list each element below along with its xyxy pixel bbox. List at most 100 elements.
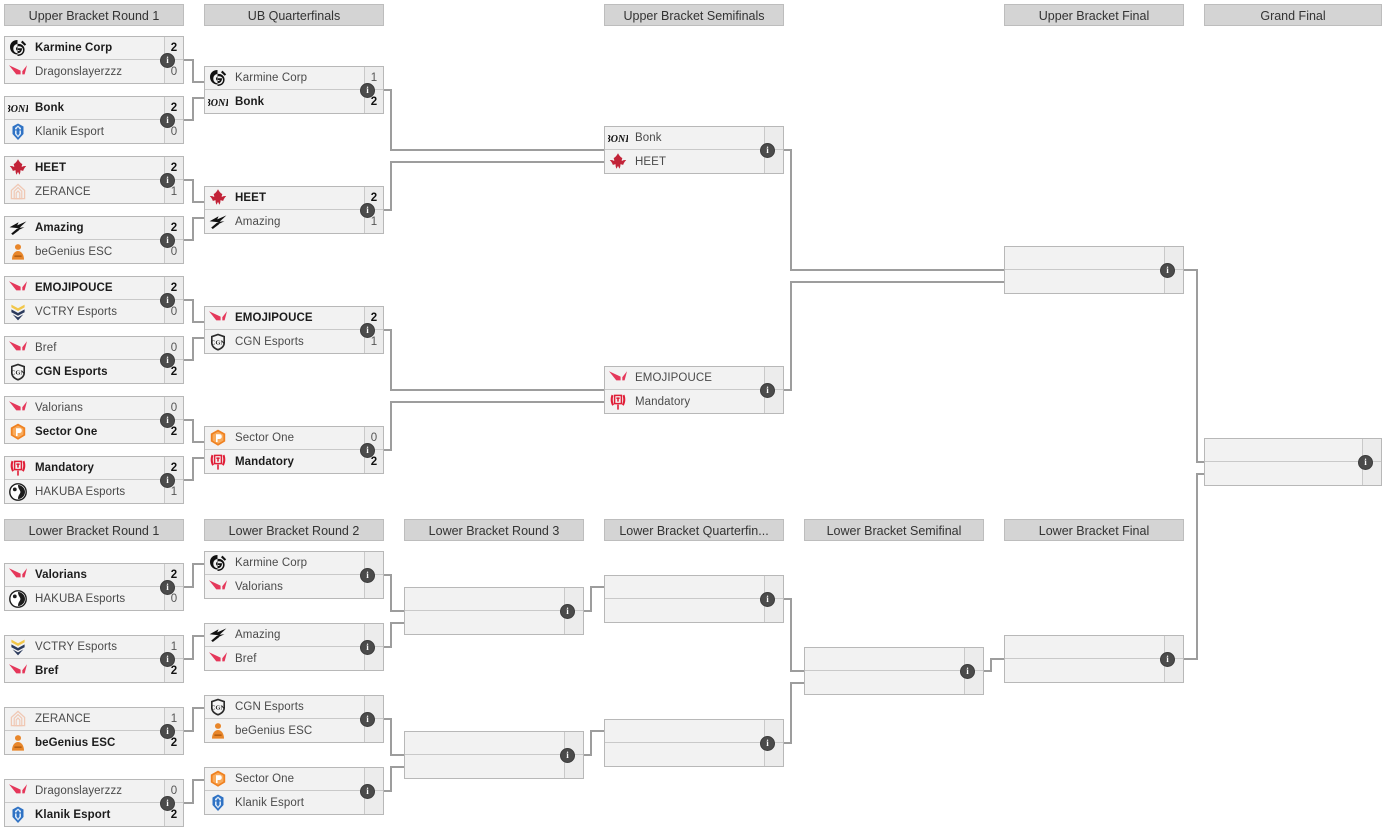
match-team-row-top[interactable]: [1005, 636, 1183, 659]
match-info-icon[interactable]: i: [960, 664, 975, 679]
match-info-icon[interactable]: i: [160, 652, 175, 667]
match-team-row-top[interactable]: BONKBonk2: [5, 97, 183, 120]
match-team-row-bottom[interactable]: [405, 611, 583, 634]
match-team-row-bottom[interactable]: [1005, 659, 1183, 682]
match-team-row-top[interactable]: [605, 720, 783, 743]
match-lbfin-m1[interactable]: [1004, 635, 1184, 683]
match-info-icon[interactable]: i: [760, 383, 775, 398]
match-info-icon[interactable]: i: [360, 83, 375, 98]
match-team-row-top[interactable]: Karmine Corp: [205, 552, 383, 575]
match-team-row-top[interactable]: [605, 576, 783, 599]
match-info-icon[interactable]: i: [1358, 455, 1373, 470]
match-info-icon[interactable]: i: [160, 353, 175, 368]
match-team-row-top[interactable]: [405, 588, 583, 611]
match-team-row-bottom[interactable]: [405, 755, 583, 778]
match-team-row-top[interactable]: EMOJIPOUCE: [605, 367, 783, 390]
match-team-row-top[interactable]: BONKBonk: [605, 127, 783, 150]
match-info-icon[interactable]: i: [160, 233, 175, 248]
match-ubsf-m1[interactable]: BONKBonkHEET: [604, 126, 784, 174]
match-info-icon[interactable]: i: [760, 592, 775, 607]
match-info-icon[interactable]: i: [160, 53, 175, 68]
match-team-row-bottom[interactable]: BONKBonk2: [205, 90, 383, 113]
match-team-row-bottom[interactable]: Mandatory: [605, 390, 783, 413]
match-gf-m1[interactable]: [1204, 438, 1382, 486]
match-team-row-top[interactable]: [805, 648, 983, 671]
match-info-icon[interactable]: i: [1160, 263, 1175, 278]
match-lbr3-m2[interactable]: [404, 731, 584, 779]
match-info-icon[interactable]: i: [160, 580, 175, 595]
match-team-row-bottom[interactable]: [805, 671, 983, 694]
match-info-icon[interactable]: i: [160, 173, 175, 188]
match-lbsf-m1[interactable]: [804, 647, 984, 695]
match-team-row-bottom[interactable]: Valorians: [205, 575, 383, 598]
match-info-icon[interactable]: i: [360, 712, 375, 727]
match-info-icon[interactable]: i: [360, 568, 375, 583]
match-team-row-bottom[interactable]: HEET: [605, 150, 783, 173]
match-ubf-m1[interactable]: [1004, 246, 1184, 294]
match-lbr3-m1[interactable]: [404, 587, 584, 635]
match-info-icon[interactable]: i: [160, 796, 175, 811]
match-lbqf-m2[interactable]: [604, 719, 784, 767]
match-team-row-bottom[interactable]: Klanik Esport: [205, 791, 383, 814]
match-info-icon[interactable]: i: [560, 748, 575, 763]
match-lbqf-m1[interactable]: [604, 575, 784, 623]
match-team-row-bottom[interactable]: [1205, 462, 1381, 485]
match-team-row-bottom[interactable]: [605, 743, 783, 766]
match-info-icon[interactable]: i: [160, 293, 175, 308]
match-team-row-bottom[interactable]: Bref: [205, 647, 383, 670]
match-team-row-top[interactable]: Sector One: [205, 768, 383, 791]
match-team-row-top[interactable]: [1205, 439, 1381, 462]
match-info-icon[interactable]: i: [360, 784, 375, 799]
match-info-icon[interactable]: i: [760, 143, 775, 158]
match-team-row-bottom[interactable]: [1005, 270, 1183, 293]
match-team-row-top[interactable]: [1005, 247, 1183, 270]
match-team-row-top[interactable]: Amazing: [205, 624, 383, 647]
match-info-icon[interactable]: i: [360, 443, 375, 458]
match-info-icon[interactable]: i: [160, 413, 175, 428]
match-team-row-bottom[interactable]: [605, 599, 783, 622]
match-info-icon[interactable]: i: [160, 113, 175, 128]
match-info-icon[interactable]: i: [160, 724, 175, 739]
